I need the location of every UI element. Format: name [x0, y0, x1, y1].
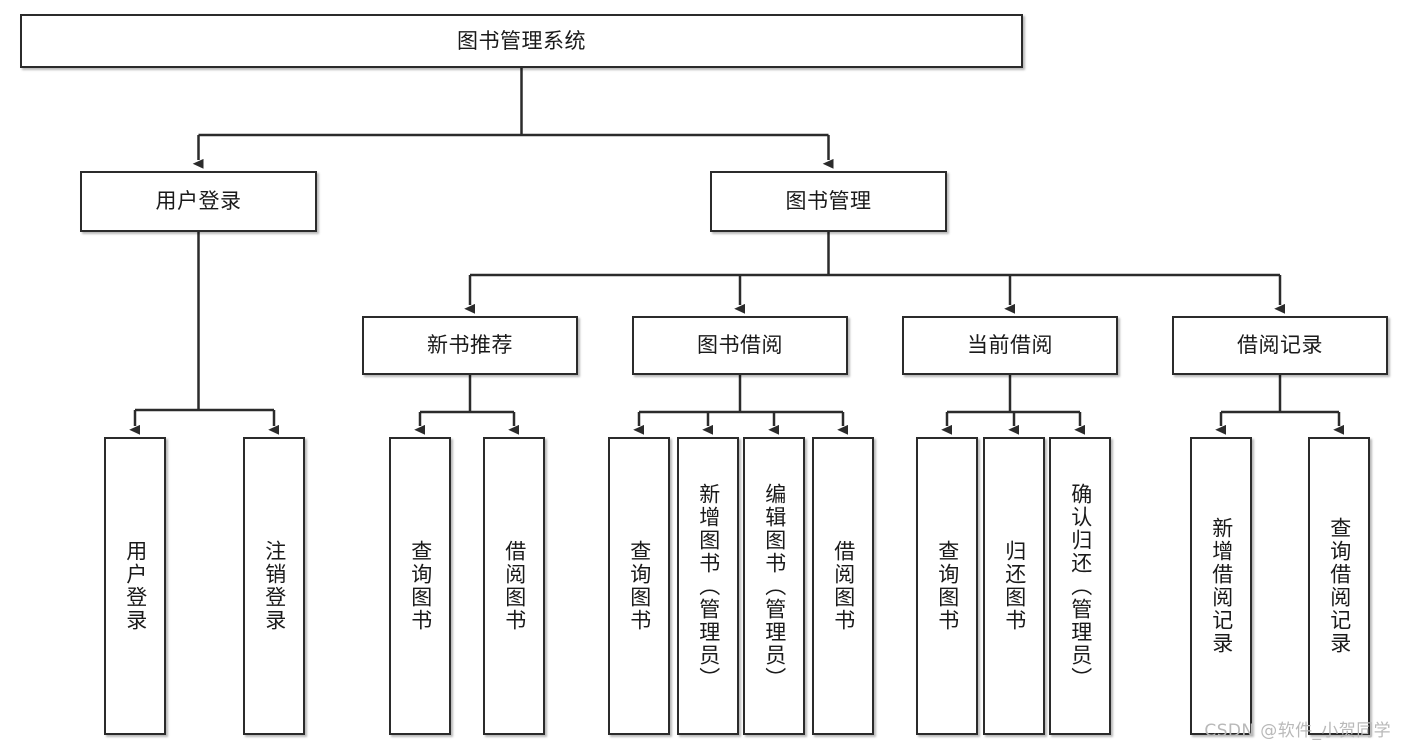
node-leaf-nb-query[interactable]: 查询图书	[389, 437, 451, 735]
node-bookmgmt[interactable]: 图书管理	[710, 171, 947, 232]
node-root[interactable]: 图书管理系统	[20, 14, 1023, 68]
node-leaf-bk-edit[interactable]: 编辑图书（管理员）	[743, 437, 805, 735]
node-label: 确认归还（管理员）	[1068, 482, 1093, 690]
node-leaf-rec-query[interactable]: 查询借阅记录	[1308, 437, 1370, 735]
node-records[interactable]: 借阅记录	[1172, 316, 1388, 375]
node-label: 编辑图书（管理员）	[762, 482, 787, 690]
node-label: 借阅图书	[831, 540, 856, 632]
node-label: 查询图书	[627, 540, 652, 632]
node-leaf-bk-add[interactable]: 新增图书（管理员）	[677, 437, 739, 735]
node-label: 借阅图书	[502, 540, 527, 632]
node-leaf-nb-borrow[interactable]: 借阅图书	[483, 437, 545, 735]
node-label: 查询图书	[935, 540, 960, 632]
node-borrow[interactable]: 图书借阅	[632, 316, 848, 375]
node-label: 新增图书（管理员）	[696, 482, 721, 690]
node-leaf-user-login[interactable]: 用户登录	[104, 437, 166, 735]
node-leaf-cur-return[interactable]: 归还图书	[983, 437, 1045, 735]
node-label: 归还图书	[1002, 540, 1027, 632]
node-label: 新书推荐	[427, 333, 513, 358]
node-label: 借阅记录	[1237, 333, 1323, 358]
node-leaf-rec-add[interactable]: 新增借阅记录	[1190, 437, 1252, 735]
node-leaf-user-logout[interactable]: 注销登录	[243, 437, 305, 735]
edge-group	[129, 68, 1345, 435]
node-current[interactable]: 当前借阅	[902, 316, 1118, 375]
node-label: 注销登录	[262, 540, 287, 632]
node-label: 用户登录	[155, 189, 242, 214]
node-label: 查询图书	[408, 540, 433, 632]
node-label: 用户登录	[123, 540, 148, 632]
node-label: 新增借阅记录	[1209, 517, 1234, 655]
node-login[interactable]: 用户登录	[80, 171, 317, 232]
node-leaf-bk-query[interactable]: 查询图书	[608, 437, 670, 735]
node-leaf-bk-borrow[interactable]: 借阅图书	[812, 437, 874, 735]
node-label: 图书管理	[785, 189, 872, 214]
node-label: 当前借阅	[967, 333, 1053, 358]
node-label: 图书管理系统	[457, 28, 586, 53]
node-label: 查询借阅记录	[1327, 517, 1352, 655]
node-leaf-cur-query[interactable]: 查询图书	[916, 437, 978, 735]
node-leaf-cur-confirm[interactable]: 确认归还（管理员）	[1049, 437, 1111, 735]
node-label: 图书借阅	[697, 333, 783, 358]
node-newbook[interactable]: 新书推荐	[362, 316, 578, 375]
